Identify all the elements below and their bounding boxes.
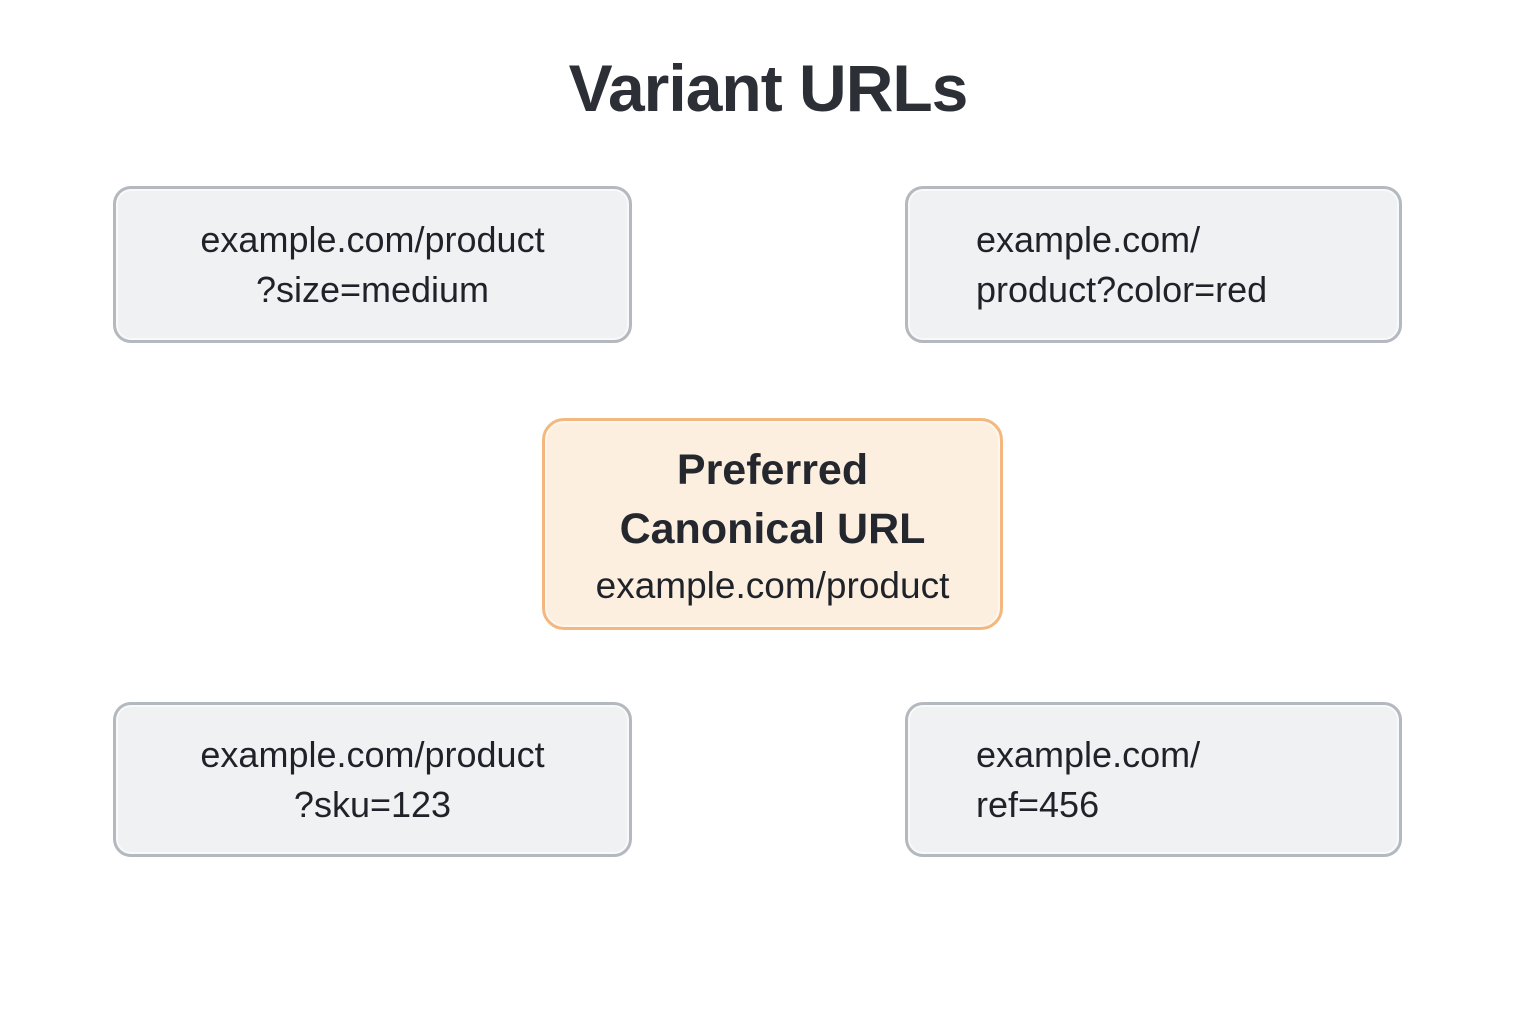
url-line-1: example.com/product bbox=[200, 734, 545, 776]
variant-url-box-color-red: example.com/ product?color=red bbox=[905, 186, 1402, 343]
url-line-1: example.com/ bbox=[976, 219, 1201, 261]
variant-url-text: example.com/ ref=456 bbox=[976, 730, 1200, 829]
diagram-title: Variant URLs bbox=[568, 51, 969, 125]
url-line-2: ref=456 bbox=[976, 783, 1100, 825]
variant-url-box-sku-123: example.com/product ?sku=123 bbox=[113, 702, 632, 857]
heading-line-2: Canonical URL bbox=[619, 504, 926, 553]
url-line-1: example.com/product bbox=[200, 219, 545, 261]
url-line-2: ?size=medium bbox=[255, 268, 490, 310]
canonical-box-heading: Preferred Canonical URL bbox=[620, 441, 926, 559]
heading-line-1: Preferred bbox=[676, 445, 869, 494]
variant-url-box-ref-456: example.com/ ref=456 bbox=[905, 702, 1402, 857]
canonical-url-text: example.com/product bbox=[595, 565, 950, 607]
variant-url-text: example.com/product ?sku=123 bbox=[200, 730, 544, 829]
url-line-1: example.com/ bbox=[976, 734, 1201, 776]
url-line-2: product?color=red bbox=[976, 268, 1268, 310]
variant-url-text: example.com/product ?size=medium bbox=[200, 215, 544, 314]
preferred-canonical-url-box: Preferred Canonical URL example.com/prod… bbox=[542, 418, 1003, 630]
url-line-2: ?sku=123 bbox=[293, 783, 452, 825]
variant-url-text: example.com/ product?color=red bbox=[976, 215, 1267, 314]
variant-url-box-size-medium: example.com/product ?size=medium bbox=[113, 186, 632, 343]
